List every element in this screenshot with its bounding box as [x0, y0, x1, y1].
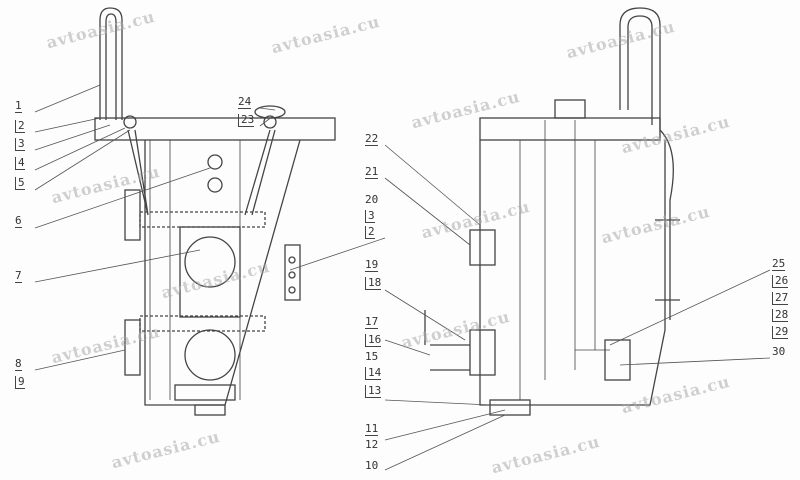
callout-9: 9 — [15, 376, 25, 389]
callout-4: 4 — [15, 157, 25, 170]
callout-19: 19 — [365, 258, 379, 272]
callout-5: 5 — [15, 177, 25, 190]
callout-20: 20 — [365, 193, 379, 206]
callout-6: 6 — [15, 214, 22, 228]
callout-15: 15 — [365, 350, 379, 363]
callout-12: 12 — [365, 438, 379, 451]
top-plate — [94, 117, 336, 141]
bracket — [469, 229, 496, 266]
callout-17: 17 — [365, 315, 379, 329]
handrail — [99, 7, 123, 120]
callout-2b: 2 — [365, 226, 375, 239]
side-view — [424, 7, 680, 416]
callout-14: 14 — [365, 367, 382, 380]
callout-30: 30 — [772, 345, 786, 358]
callout-8: 8 — [15, 357, 22, 371]
inspection-cover — [184, 236, 236, 288]
callout-25: 25 — [772, 257, 786, 271]
callout-11: 11 — [365, 422, 379, 436]
callout-27: 27 — [772, 292, 789, 305]
callout-7: 7 — [15, 269, 22, 283]
callout-23: 23 — [238, 114, 255, 127]
callout-3: 3 — [15, 138, 25, 151]
leader-lines — [34, 84, 771, 471]
callout-3b: 3 — [365, 210, 375, 223]
callout-28: 28 — [772, 309, 789, 322]
callout-26: 26 — [772, 275, 789, 288]
callout-2: 2 — [15, 120, 25, 133]
tank-side — [479, 140, 666, 406]
handrail-side — [619, 7, 674, 320]
callout-1: 1 — [15, 99, 22, 113]
callout-29: 29 — [772, 326, 789, 339]
front-view — [94, 7, 336, 416]
callout-13: 13 — [365, 385, 382, 398]
callout-16: 16 — [365, 334, 382, 347]
callout-22: 22 — [365, 132, 379, 146]
callout-10: 10 — [365, 459, 379, 472]
callout-24: 24 — [238, 95, 252, 109]
callout-21: 21 — [365, 165, 379, 179]
callout-18: 18 — [365, 277, 382, 290]
tank-body — [144, 139, 301, 406]
